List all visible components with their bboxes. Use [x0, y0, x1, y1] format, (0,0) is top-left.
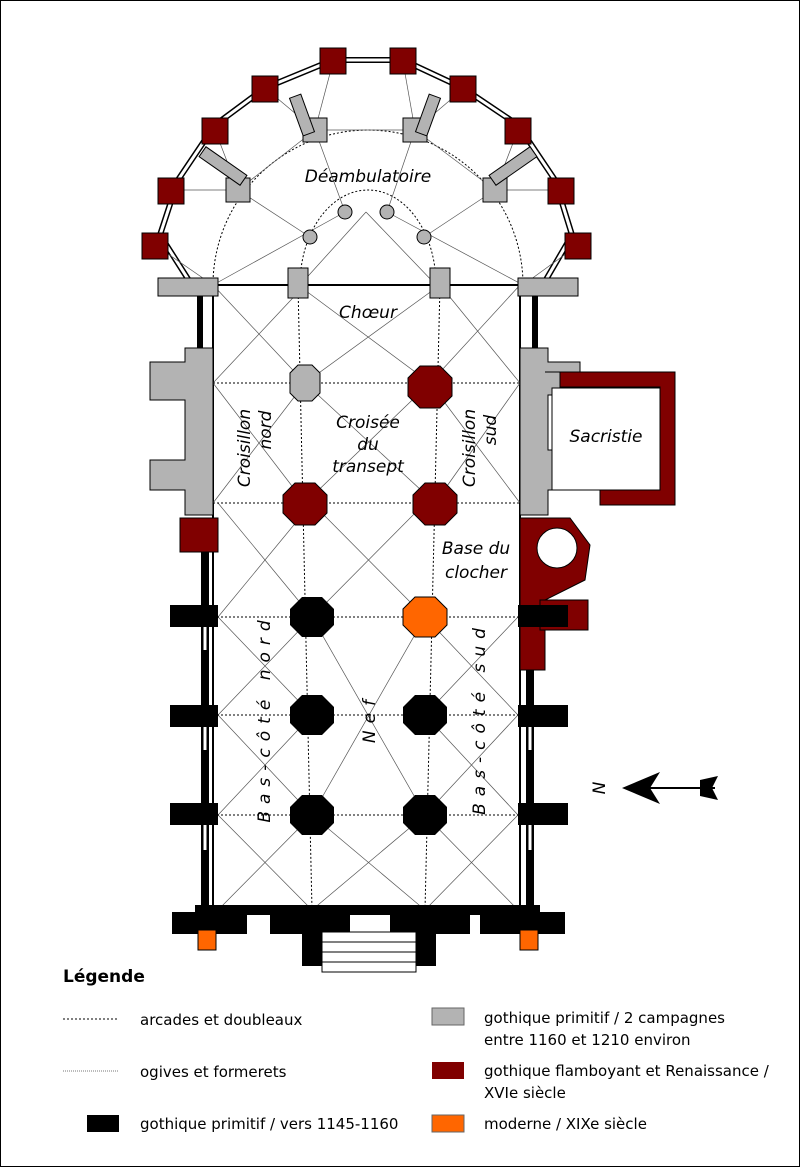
- label-ambulatory: Déambulatoire: [305, 167, 431, 187]
- legend-swatch-black: [87, 1115, 119, 1132]
- legend-label-red-1: gothique flamboyant et Renaissance /: [484, 1062, 770, 1080]
- stair-tower: [536, 527, 578, 569]
- label-south-arm-1: Croisillon: [460, 409, 480, 487]
- label-choir: Chœur: [339, 303, 398, 323]
- label-tower-2: clocher: [445, 563, 508, 583]
- north-symbol: N: [590, 781, 610, 794]
- legend-label-black: gothique primitif / vers 1145-1160: [140, 1115, 398, 1133]
- label-sacristy: Sacristie: [570, 427, 643, 447]
- label-crossing-3: transept: [332, 457, 405, 477]
- ambulatory-piers: [198, 93, 538, 245]
- legend: Légende arcades et doubleaux ogives et f…: [63, 967, 770, 1133]
- legend-swatch-gray: [431, 1007, 465, 1026]
- sacristy-room: [551, 387, 661, 491]
- modern-buttress-left: [197, 929, 217, 951]
- label-south-aisle: Bas-côté sud: [470, 621, 490, 815]
- legend-swatch-red: [432, 1062, 464, 1079]
- legend-swatch-orange: [431, 1114, 465, 1133]
- entrance-steps: [321, 931, 417, 973]
- legend-label-gray-2: entre 1160 et 1210 environ: [484, 1031, 691, 1049]
- legend-label-arcades: arcades et doubleaux: [140, 1011, 303, 1029]
- label-north-arm-2: nord: [256, 410, 276, 449]
- label-south-arm-2: sud: [481, 415, 501, 446]
- label-tower-1: Base du: [442, 539, 511, 559]
- early-gothic-elements: [170, 597, 568, 966]
- legend-label-gray-1: gothique primitif / 2 campagnes: [484, 1009, 725, 1027]
- legend-title: Légende: [63, 967, 145, 987]
- label-crossing-2: du: [357, 435, 379, 455]
- legend-label-orange: moderne / XIXe siècle: [484, 1115, 647, 1133]
- legend-label-ogives: ogives et formerets: [140, 1063, 287, 1081]
- label-nave: Nef: [360, 693, 380, 743]
- vault-ribs: [212, 284, 521, 911]
- label-crossing-1: Croisée: [336, 413, 400, 433]
- legend-label-red-2: XVIe siècle: [484, 1084, 566, 1102]
- apse: [141, 47, 592, 292]
- label-north-arm-1: Croisillon: [235, 409, 255, 487]
- modern-pier: [402, 596, 448, 638]
- modern-buttress-right: [519, 929, 539, 951]
- apse-buttresses: [141, 47, 592, 260]
- north-arrow-icon: N: [590, 772, 718, 804]
- label-north-aisle: Bas-côté nord: [255, 613, 275, 822]
